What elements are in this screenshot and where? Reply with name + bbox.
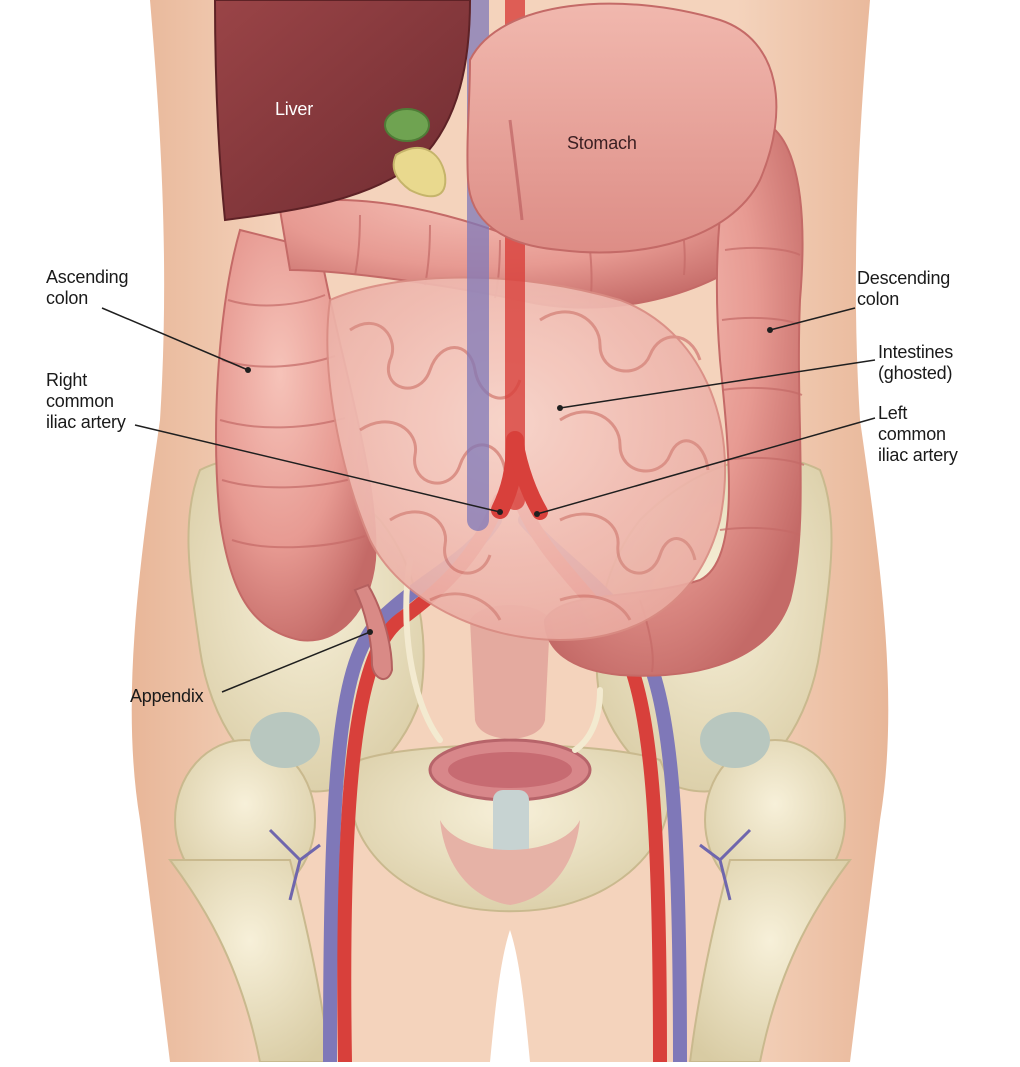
label-liver: Liver: [275, 99, 314, 119]
leg-gap: [490, 930, 530, 1062]
leader-ascending-colon: [101, 307, 249, 371]
label-descending-colon: Descending colon: [857, 268, 951, 309]
label-intestines-ghosted: Intestines (ghosted): [878, 342, 954, 383]
leader-intestines: [559, 359, 876, 409]
label-ascending-colon: Ascending colon: [46, 267, 129, 308]
leader-left-iliac: [536, 417, 876, 515]
appendix: [353, 583, 394, 680]
thigh-vessels: [268, 828, 752, 901]
leader-right-iliac: [134, 424, 501, 513]
label-left-common-iliac-artery: Left common iliac artery: [878, 403, 958, 465]
pancreas: [392, 146, 447, 198]
leader-appendix: [221, 631, 371, 693]
label-right-common-iliac-artery: Right common iliac artery: [46, 370, 126, 432]
leader-dots: [245, 327, 773, 635]
gallbladder: [384, 108, 430, 142]
leader-descending-colon: [769, 307, 856, 331]
label-appendix: Appendix: [130, 686, 204, 706]
leader-lines: [101, 307, 876, 693]
label-stomach: Stomach: [567, 133, 637, 153]
stomach: [466, 2, 778, 254]
